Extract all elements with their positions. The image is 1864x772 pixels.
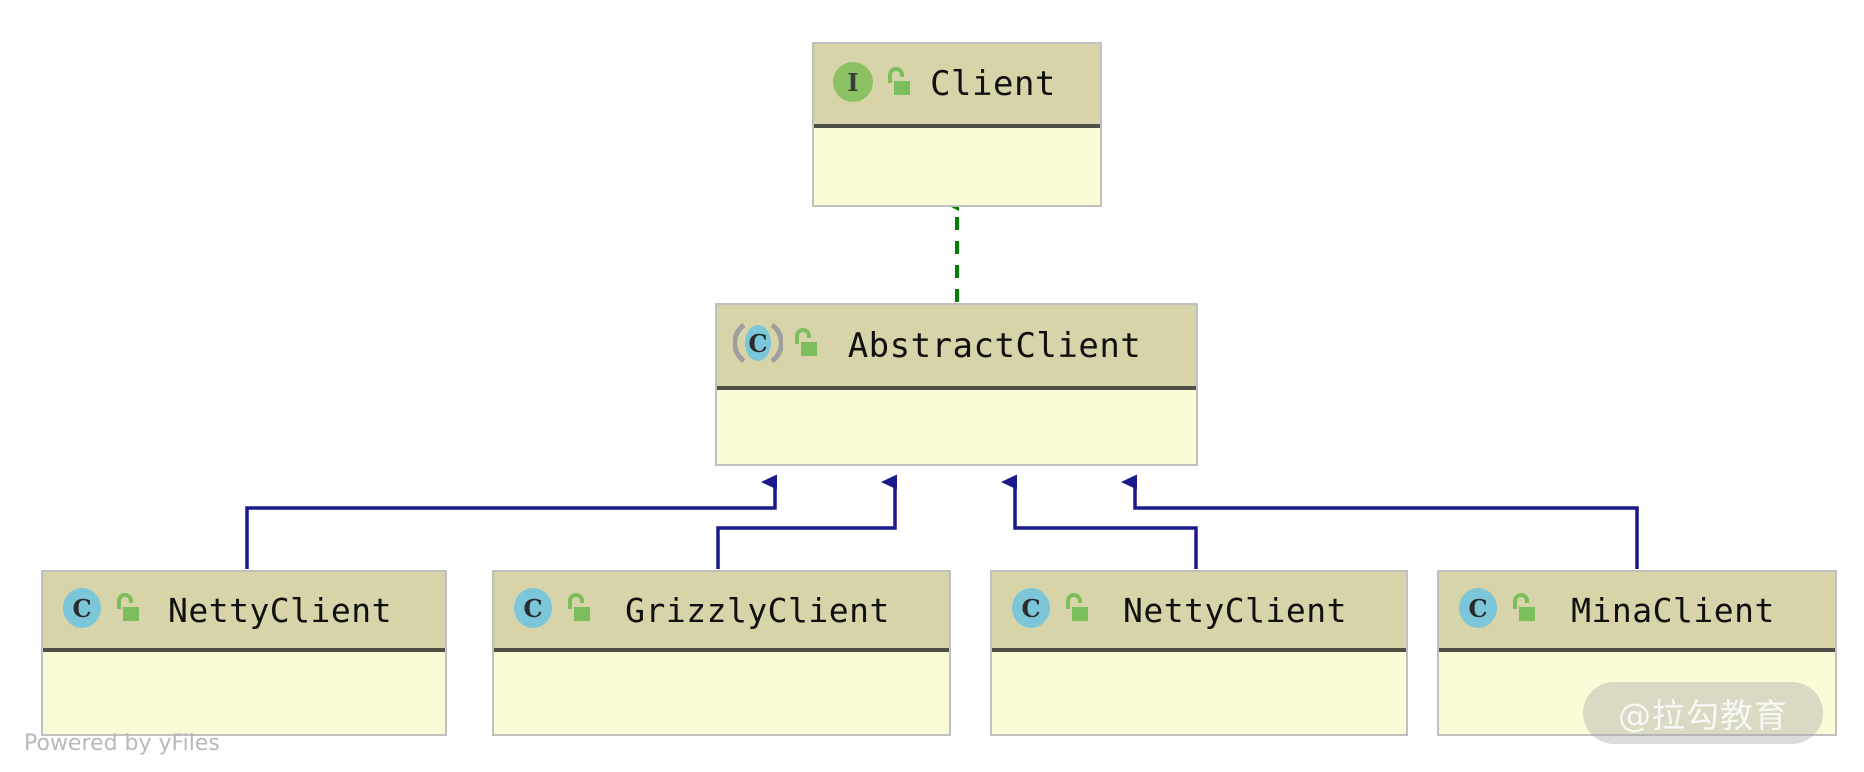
node-header: C AbstractClient	[717, 305, 1196, 390]
node-attributes-compartment	[717, 390, 1196, 460]
edge-generalization-nettyclient-1-abstractclient[interactable]	[245, 474, 777, 569]
node-title: GrizzlyClient	[625, 590, 890, 630]
node-header: C NettyClient	[43, 572, 445, 652]
unlocked-padlock-icon	[564, 592, 592, 628]
node-title: NettyClient	[1122, 590, 1348, 630]
class-c-icon: C	[59, 585, 105, 636]
node-title: MinaClient	[1571, 590, 1775, 630]
unlocked-padlock-icon	[113, 592, 141, 628]
edge-generalization-grizzlyclient-abstractclient[interactable]	[716, 474, 897, 569]
edge-generalization-minaclient-abstractclient[interactable]	[1121, 474, 1639, 569]
uml-class-node-nettyclient-2[interactable]: C NettyClient	[990, 570, 1408, 736]
yfiles-credit-label: Powered by yFiles	[24, 731, 220, 756]
node-header: C GrizzlyClient	[494, 572, 949, 652]
svg-text:C: C	[72, 594, 91, 623]
node-title: AbstractClient	[847, 325, 1142, 366]
uml-class-node-grizzlyclient[interactable]: C GrizzlyClient	[492, 570, 951, 736]
unlocked-padlock-icon	[1509, 592, 1537, 628]
unlocked-padlock-icon	[1062, 592, 1090, 628]
uml-class-node-abstractclient[interactable]: C AbstractClient	[715, 303, 1198, 466]
unlocked-padlock-icon	[791, 328, 819, 363]
node-header: I Client	[814, 44, 1100, 128]
node-title: Client	[930, 64, 1056, 104]
svg-text:C: C	[748, 329, 767, 358]
node-header: C MinaClient	[1439, 572, 1835, 652]
node-attributes-compartment	[814, 128, 1100, 201]
uml-class-node-minaclient[interactable]: C MinaClient	[1437, 570, 1837, 736]
unlocked-padlock-icon	[884, 66, 912, 102]
uml-class-node-client[interactable]: I Client	[812, 42, 1102, 207]
class-c-icon: C	[1455, 585, 1501, 636]
svg-text:C: C	[523, 594, 542, 623]
node-attributes-compartment	[43, 652, 445, 730]
interface-i-icon: I	[830, 59, 876, 110]
class-c-icon: C	[1008, 585, 1054, 636]
node-title: NettyClient	[167, 590, 393, 630]
node-attributes-compartment	[494, 652, 949, 730]
class-c-icon: C	[510, 585, 556, 636]
edge-generalization-nettyclient-2-abstractclient[interactable]	[1001, 474, 1198, 569]
svg-text:I: I	[847, 68, 858, 97]
node-attributes-compartment	[1439, 652, 1835, 730]
svg-text:C: C	[1468, 594, 1487, 623]
svg-text:C: C	[1021, 594, 1040, 623]
node-header: C NettyClient	[992, 572, 1406, 652]
watermark-badge: @拉勾教育	[1583, 682, 1823, 744]
uml-class-node-nettyclient-1[interactable]: C NettyClient	[41, 570, 447, 736]
node-attributes-compartment	[992, 652, 1406, 730]
abstract-class-c-icon: C	[732, 320, 784, 371]
